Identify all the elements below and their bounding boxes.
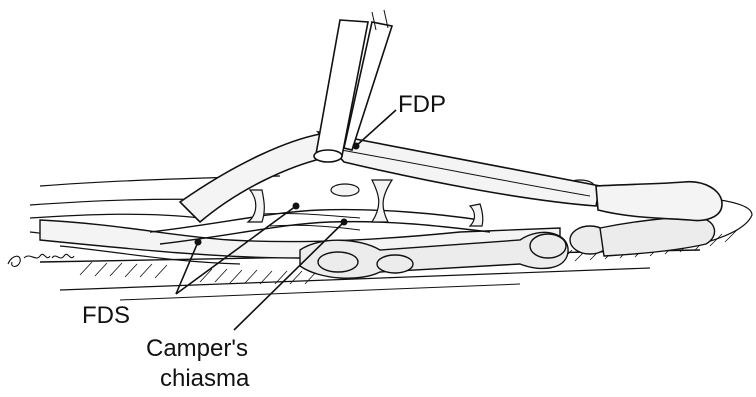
fds-label: FDS <box>82 302 130 329</box>
fdp-pointer-dot <box>353 143 360 150</box>
fds-pointer-dot-2 <box>293 203 300 210</box>
phalanx-bones <box>300 217 715 278</box>
artist-signature <box>8 254 74 266</box>
fds-pointer-dot-1 <box>195 239 202 246</box>
campers-chiasma-label-line2: chiasma <box>160 365 250 392</box>
campers-chiasma-label-line1: Camper's <box>146 335 248 362</box>
fdp-label: FDP <box>398 91 446 118</box>
campers-pointer-dot <box>341 219 348 226</box>
retractor-instrument <box>314 10 392 162</box>
